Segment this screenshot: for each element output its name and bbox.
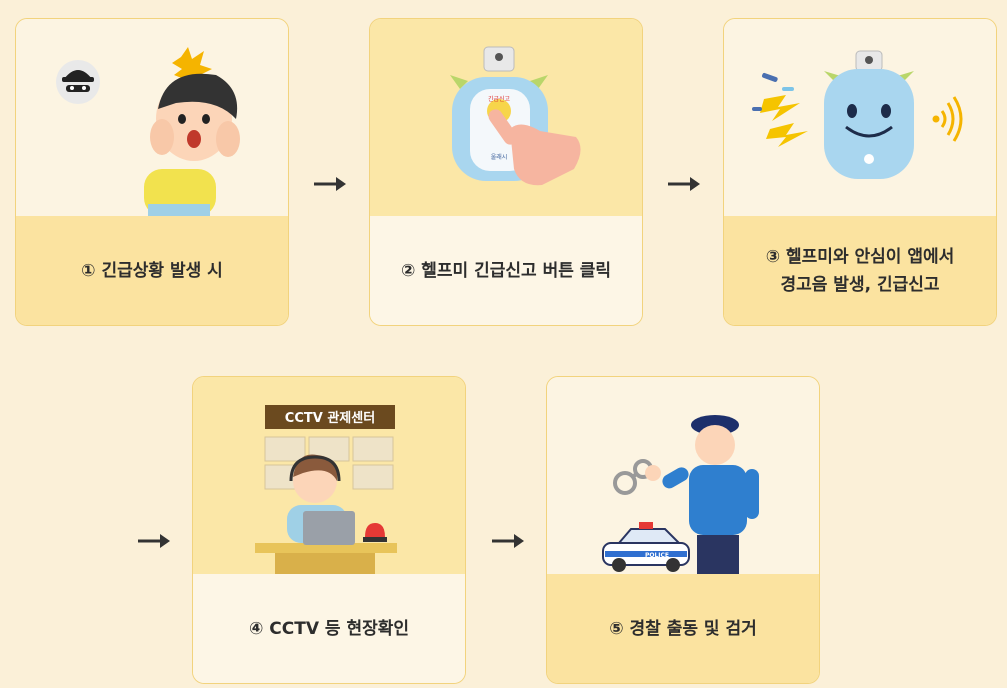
step-1-illustration	[16, 19, 288, 216]
step-2-illustration: 긴급신고 울래시	[370, 19, 642, 216]
device-bottom-text: 울래시	[491, 153, 508, 161]
step-5-card: POLICE ⑤ 경찰 출동 및 검거	[546, 376, 820, 684]
thief-icon	[56, 60, 100, 104]
arrow-right-icon	[492, 534, 524, 548]
step-3-caption: ③ 헬프미와 안심이 앱에서 경고음 발생, 긴급신고	[724, 216, 996, 325]
step-5-illustration: POLICE	[547, 377, 819, 574]
step-5-caption: ⑤ 경찰 출동 및 검거	[547, 574, 819, 683]
police-car-icon: POLICE	[602, 522, 690, 572]
step-4-caption: ④ CCTV 등 현장확인	[193, 574, 465, 683]
siren-icon	[363, 523, 387, 542]
step-3-card: ③ 헬프미와 안심이 앱에서 경고음 발생, 긴급신고	[723, 18, 997, 326]
step-1-label: ① 긴급상황 발생 시	[81, 260, 223, 281]
police-car-text: POLICE	[645, 552, 669, 559]
arrow-right-icon	[668, 177, 700, 191]
step-4-card: CCTV 관제센터 ④ CCTV 등 현장확인	[192, 376, 466, 684]
step-2-label: ② 헬프미 긴급신고 버튼 클릭	[400, 260, 612, 281]
step-3-label-line-2: 경고음 발생, 긴급신고	[780, 274, 940, 295]
step-3-label-line-1: ③ 헬프미와 안심이 앱에서	[765, 246, 955, 267]
arrow-right-icon	[314, 177, 346, 191]
step-5-label: ⑤ 경찰 출동 및 검거	[609, 618, 757, 639]
step-3-illustration	[724, 19, 996, 216]
step-2-caption: ② 헬프미 긴급신고 버튼 클릭	[370, 216, 642, 325]
step-2-card: 긴급신고 울래시 ② 헬프미 긴급신고 버튼 클릭	[369, 18, 643, 326]
step-4-label: ④ CCTV 등 현장확인	[248, 618, 410, 639]
lightning-icon	[752, 72, 808, 147]
sound-wave-icon	[932, 96, 963, 142]
arrow-right-icon	[138, 534, 170, 548]
step-1-caption: ① 긴급상황 발생 시	[16, 216, 288, 325]
cctv-center-sign: CCTV 관제센터	[285, 410, 375, 426]
device-top-text: 긴급신고	[488, 95, 511, 103]
step-1-card: ① 긴급상황 발생 시	[15, 18, 289, 326]
handcuffs-icon	[613, 459, 653, 495]
step-4-illustration: CCTV 관제센터	[193, 377, 465, 574]
